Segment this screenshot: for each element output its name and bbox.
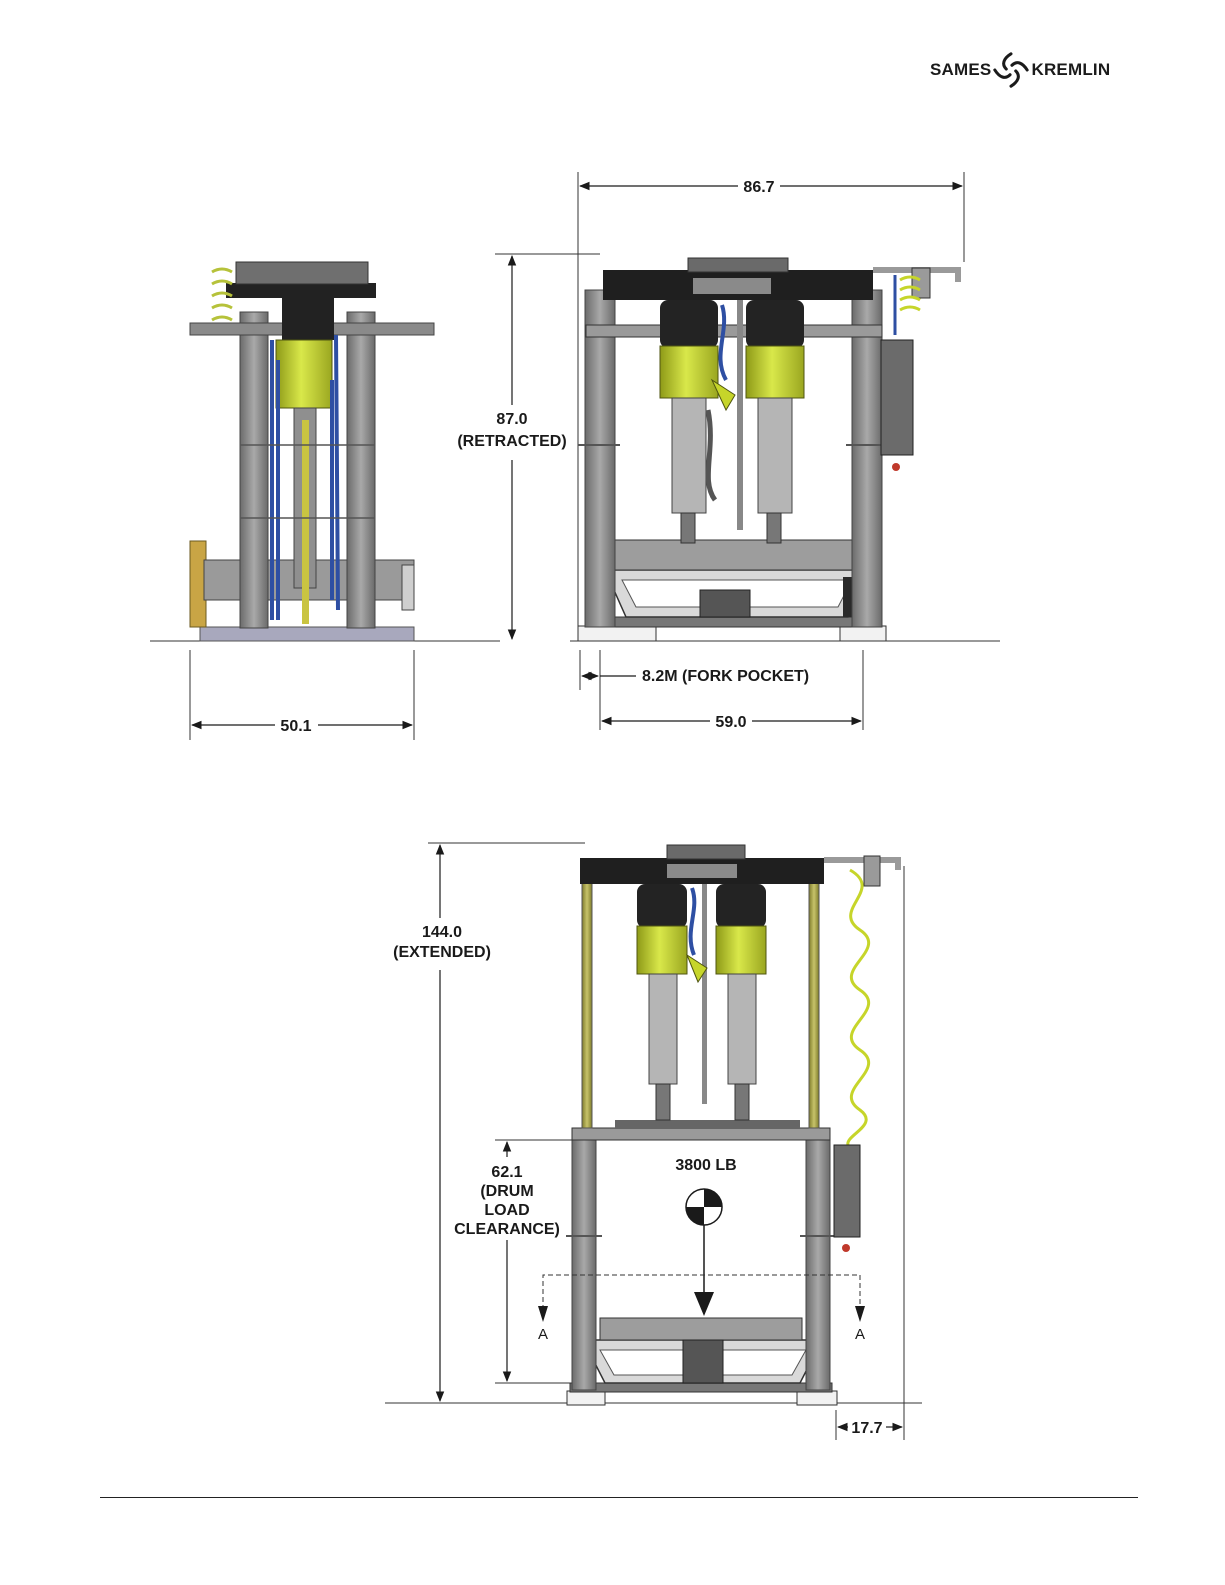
section-arrow-left-icon <box>538 1306 548 1322</box>
top-width-label: 86.7 <box>743 179 774 196</box>
extended-air-line <box>824 860 898 870</box>
extended-pump-left-body <box>637 926 687 974</box>
front-pump-left-body <box>660 346 718 398</box>
front-pump-right-body <box>746 346 804 398</box>
front-pump-left-lower <box>672 398 706 513</box>
side-pump-body <box>276 340 332 408</box>
side-base-plate <box>200 627 414 641</box>
rear-offset-label: 17.7 <box>851 1420 882 1437</box>
center-of-gravity-icon <box>686 1189 722 1225</box>
side-view: 50.1 <box>150 262 500 740</box>
drum-clearance-line1: (DRUM <box>480 1183 533 1200</box>
front-view-extended: 144.0 (EXTENDED) 62.1 (DRUM LOAD CLEARAN… <box>385 843 922 1440</box>
extended-pump-left-motor <box>637 884 687 928</box>
drum-clearance-value: 62.1 <box>491 1164 522 1181</box>
side-top-fittings <box>236 262 368 284</box>
weight-label: 3800 LB <box>675 1157 736 1174</box>
extended-height-note: (EXTENDED) <box>393 944 491 961</box>
front-control-box <box>881 340 913 455</box>
section-arrow-right-icon <box>855 1306 865 1322</box>
side-top-beam <box>226 283 376 298</box>
extended-pump-left-lower <box>649 974 677 1084</box>
side-coil-hose <box>212 269 232 320</box>
side-motor-cap <box>282 298 334 340</box>
retracted-height-value: 87.0 <box>496 411 527 428</box>
front-pump-left-motor <box>660 300 718 348</box>
extended-pump-right-body <box>716 926 766 974</box>
drum-clearance-line2: LOAD <box>484 1202 529 1219</box>
side-post-right <box>347 312 375 628</box>
front-hose <box>720 305 726 380</box>
side-width-label: 50.1 <box>280 718 311 735</box>
front-cross-rail <box>586 325 882 337</box>
extended-foot-left <box>567 1391 605 1405</box>
extended-lower-post-left <box>572 1140 596 1390</box>
extended-lower-post-right <box>806 1140 830 1390</box>
fork-pocket-label: 8.2M (FORK POCKET) <box>642 668 809 685</box>
front-follower-plate <box>615 540 855 570</box>
extended-height-value: 144.0 <box>422 924 462 941</box>
extended-foot-right <box>797 1391 837 1405</box>
front-view-retracted: 86.7 87.0 (RETRACTED) <box>457 172 1000 731</box>
extended-rod-right <box>809 880 819 1128</box>
front-pump-right-lower <box>758 398 792 513</box>
section-label-left: A <box>538 1326 548 1343</box>
extended-rod-left <box>582 880 592 1128</box>
extended-follower-plate <box>600 1318 802 1340</box>
side-post-left <box>240 312 268 628</box>
side-handle <box>402 565 414 610</box>
extended-coil-hose <box>848 870 869 1145</box>
side-yellow-rod <box>302 420 309 624</box>
footer-divider <box>100 1497 1138 1498</box>
extended-hose <box>691 888 695 955</box>
extended-control-box <box>834 1145 860 1237</box>
retracted-height-note: (RETRACTED) <box>457 433 566 450</box>
front-base-width-label: 59.0 <box>715 714 746 731</box>
drum-clearance-line3: CLEARANCE) <box>454 1221 560 1238</box>
front-post-left <box>585 290 615 627</box>
front-foot-right <box>840 626 886 641</box>
load-arrow-icon <box>694 1292 714 1316</box>
extended-cross-rail <box>572 1128 830 1140</box>
extended-pump-right-lower <box>728 974 756 1084</box>
front-pump-right-motor <box>746 300 804 348</box>
extended-pump-right-motor <box>716 884 766 928</box>
section-label-right: A <box>855 1326 865 1343</box>
front-foot-left <box>578 626 656 641</box>
front-post-right <box>852 290 882 627</box>
